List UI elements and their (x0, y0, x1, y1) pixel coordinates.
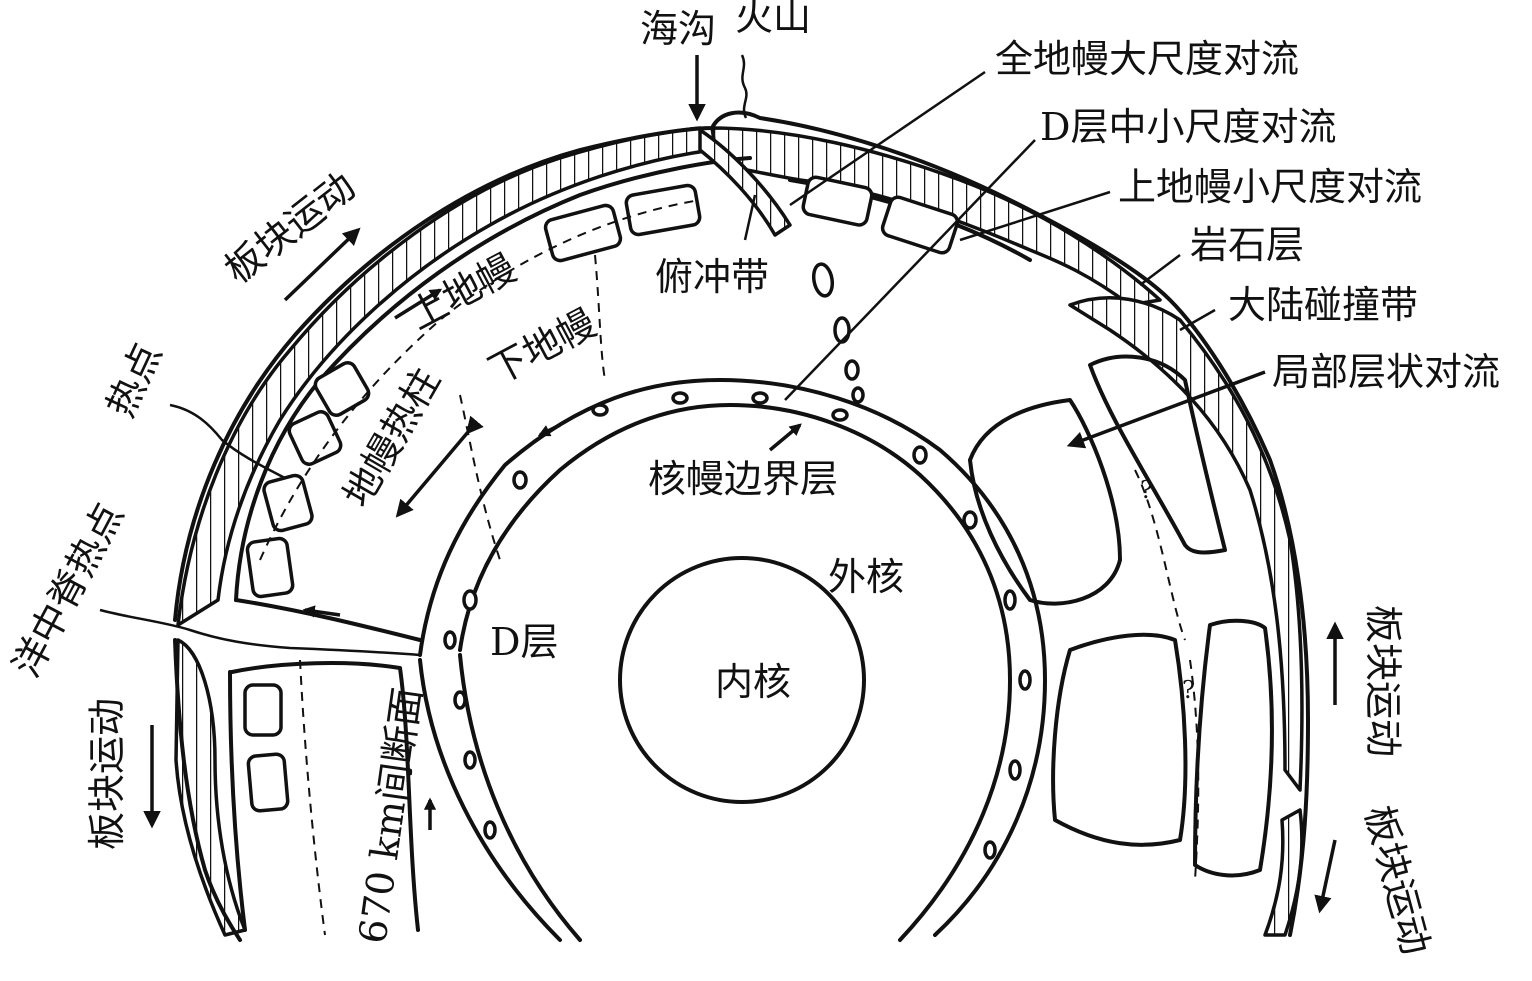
upper-mantle-cell (245, 536, 295, 599)
label-mid-ocean-ridge-hotspot: 洋中脊热点 (4, 496, 132, 684)
label-local-layered-convection: 局部层状对流 (1272, 350, 1500, 394)
upper-mantle-cell (313, 360, 371, 418)
label-d-layer: D层 (490, 620, 558, 664)
leader-collision-zone (1179, 308, 1216, 332)
leader-cmb-layer (768, 423, 802, 452)
label-cmb-layer: 核幔边界层 (648, 457, 838, 501)
lithosphere-lower-left (174, 638, 247, 937)
label-670-discontinuity: 670 km间断面 (350, 685, 429, 946)
volcano-fissure (740, 54, 748, 119)
inner-core-circle (618, 556, 866, 804)
label-plate-motion-left: 板块运动 (85, 698, 129, 850)
plume-dashed-trace (459, 254, 606, 561)
label-lower-mantle: 下地幔 (482, 301, 603, 393)
label-plate-motion-right-upper: 板块运动 (1361, 605, 1405, 757)
upper-mantle-arrow (394, 288, 443, 320)
label-plate-motion-right-lower: 板块运动 (1356, 801, 1438, 959)
cmb-inner (458, 403, 1012, 942)
leader-subduction (743, 194, 757, 241)
label-whole-mantle-convection: 全地幔大尺度对流 (995, 37, 1299, 81)
layered-cell (968, 398, 1122, 606)
earth-surface-outline (173, 110, 1310, 937)
discontinuity-flow-arrow (302, 605, 341, 618)
subducting-slab (698, 128, 792, 237)
ridge-hotspot-trace (99, 608, 421, 657)
upper-mantle-cell (246, 752, 290, 813)
label-inner-core: 内核 (715, 660, 791, 704)
label-trench: 海沟 (640, 7, 716, 51)
d-layer-blobs (443, 391, 1032, 860)
collision-zone-hatch (1068, 296, 1304, 792)
earth-surface-outline-left (173, 638, 242, 942)
upper-mantle-cell (287, 410, 343, 466)
upper-mantle-cell (262, 473, 314, 533)
hotspot-trace (169, 403, 286, 480)
upper-mantle-cell (624, 183, 702, 237)
label-d-layer-convection: D层中小尺度对流 (1040, 105, 1336, 149)
label-subduction-zone: 俯冲带 (655, 255, 769, 299)
right-mantle-divider (1134, 469, 1186, 641)
plate-motion-arrow-right-lower (1314, 839, 1337, 914)
leader-local-layered (1066, 370, 1266, 449)
label-question-1: ? (1140, 476, 1153, 504)
label-question-2: ? (1182, 676, 1195, 704)
layered-cell (1088, 354, 1227, 555)
leader-lithosphere (1139, 254, 1181, 286)
leader-d-layer-convection (784, 139, 1036, 401)
lower-left-mantle-outline (228, 670, 247, 932)
plate-motion-arrow-upper-left (283, 227, 361, 302)
lithosphere-lower-right (1263, 808, 1304, 937)
layered-cell (1193, 618, 1274, 878)
label-outer-core: 外核 (828, 555, 904, 599)
cmb-flow-arrow (537, 423, 561, 437)
slab-fragment (833, 316, 851, 344)
lower-mantle-upper-band (234, 598, 422, 642)
label-collision-zone: 大陆碰撞带 (1228, 283, 1418, 327)
label-plate-motion-upper-left: 板块运动 (216, 164, 363, 292)
cmb-outer-left (418, 658, 562, 942)
label-hotspot: 热点 (98, 336, 170, 423)
discontinuity-670-dash-upper (259, 199, 701, 561)
upper-mantle-cell (243, 683, 283, 737)
lower-left-mantle-inner (230, 661, 420, 932)
mantle-plume-double-arrow (395, 415, 484, 518)
leader-whole-mantle (789, 70, 986, 207)
layered-cell (1051, 632, 1188, 847)
label-upper-mantle-convection: 上地幔小尺度对流 (1118, 165, 1422, 209)
label-volcano: 火山 (735, 0, 811, 39)
upper-mantle-inner-boundary (234, 156, 752, 602)
slab-fragment (811, 262, 835, 298)
slab-fragment (851, 386, 865, 404)
label-lithosphere: 岩石层 (1190, 223, 1304, 267)
cmb-outer (418, 378, 1047, 937)
leader-upper-mantle-convection (959, 190, 1111, 242)
discontinuity-670-dash (299, 659, 326, 936)
slab-fragment (844, 359, 860, 381)
